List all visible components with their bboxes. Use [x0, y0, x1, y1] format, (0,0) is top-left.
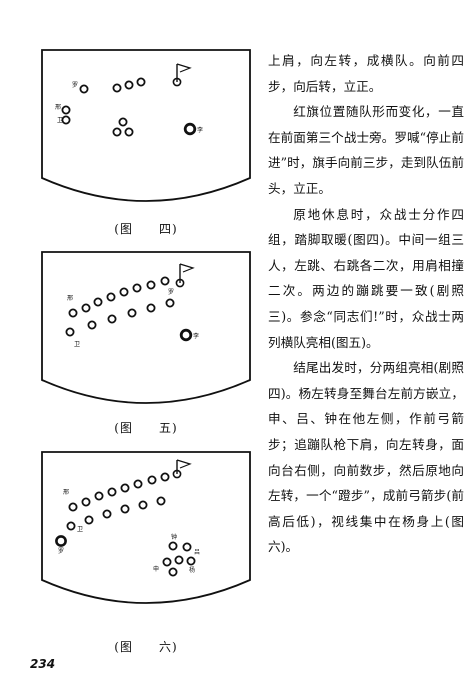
- soldier-marker: [79, 84, 89, 94]
- label-wei: 卫: [74, 341, 80, 348]
- soldier-marker: [136, 77, 146, 87]
- soldier-marker: [133, 479, 143, 489]
- stage-diagram-4: 罗 邢 卫 李: [40, 48, 252, 211]
- label-xing: 邢: [63, 489, 69, 496]
- soldier-marker: [81, 497, 91, 507]
- soldier-marker: [94, 491, 104, 501]
- label-luo: 罗: [72, 82, 78, 89]
- soldier-marker: [68, 502, 78, 512]
- soldier-marker: [124, 80, 134, 90]
- stage-diagram-6-figure: 邢 卫 罗 钟 吕 申 杨: [41, 451, 251, 604]
- stage-diagram-6: 邢 卫 罗 钟 吕 申 杨: [40, 450, 252, 613]
- soldier-markers: [65, 276, 193, 342]
- soldier-marker: [146, 280, 156, 290]
- stage-diagram-5-figure: 罗 邢 卫 李: [41, 251, 251, 404]
- label-yang: 杨: [189, 566, 195, 574]
- soldier-marker: [61, 105, 71, 115]
- red-flag-icon: [172, 63, 192, 87]
- label-wei: 卫: [57, 117, 63, 124]
- soldier-marker: [168, 541, 178, 551]
- label-wei: 卫: [77, 526, 83, 533]
- soldier-marker: [118, 117, 128, 127]
- soldier-marker: [84, 515, 94, 525]
- soldier-marker: [87, 320, 97, 330]
- soldier-marker: [132, 283, 142, 293]
- body-text-column: 上肩，向左转，成横队。向前四步，向后转，立正。 红旗位置随队形而变化，一直在前面…: [268, 48, 464, 560]
- stage-outline: [41, 451, 251, 604]
- soldier-marker: [65, 327, 75, 337]
- soldier-marker: [147, 475, 157, 485]
- label-shen: 申: [153, 565, 159, 573]
- soldier-marker: [160, 276, 170, 286]
- soldier-marker: [112, 127, 122, 137]
- soldier-marker: [127, 308, 137, 318]
- soldier-marker: [186, 556, 196, 566]
- paragraph-3: 原地休息时，众战士分作四组，踏脚取暖(图四)。中间一组三人，左跳、右跳各二次，用…: [268, 206, 464, 350]
- soldier-marker: [120, 483, 130, 493]
- soldier-marker: [106, 292, 116, 302]
- paragraph-2: 红旗位置随队形而变化，一直在前面第三个战士旁。罗喊“停止前进”时，旗手向前三步，…: [268, 104, 464, 196]
- label-lv: 吕: [194, 549, 200, 556]
- soldier-marker: [68, 308, 78, 318]
- label-li: 李: [193, 332, 199, 340]
- soldier-marker: [165, 298, 175, 308]
- soldier-marker: [138, 500, 148, 510]
- stage-diagram-5: 罗 邢 卫 李: [40, 250, 252, 413]
- soldier-marker: [102, 509, 112, 519]
- soldier-marker: [55, 535, 67, 547]
- paragraph-4: 结尾出发时，分两组亮相(剧照四)。杨左转身至舞台左前方嵌立，申、吕、钟在他左侧，…: [268, 360, 464, 555]
- soldier-marker: [120, 504, 130, 514]
- label-luo: 罗: [168, 289, 174, 296]
- stage-outline: [41, 251, 251, 404]
- soldier-marker: [156, 496, 166, 506]
- soldier-marker: [146, 303, 156, 313]
- soldier-marker: [81, 303, 91, 313]
- label-zhong: 钟: [171, 533, 177, 541]
- label-luo: 罗: [58, 548, 64, 555]
- soldier-marker: [168, 567, 178, 577]
- label-xing: 邢: [67, 295, 73, 302]
- label-xing: 邢: [55, 104, 61, 111]
- soldier-markers: [61, 77, 197, 137]
- caption-6: (图六): [114, 640, 178, 654]
- label-li: 李: [197, 126, 203, 134]
- soldier-marker: [179, 328, 193, 342]
- soldier-marker: [182, 542, 192, 552]
- soldier-marker: [124, 127, 134, 137]
- soldier-marker: [112, 83, 122, 93]
- soldier-marker: [162, 557, 172, 567]
- soldier-marker: [160, 472, 170, 482]
- soldier-marker: [107, 314, 117, 324]
- soldier-marker: [66, 521, 76, 531]
- soldier-marker: [93, 297, 103, 307]
- caption-4: (图四): [114, 222, 178, 236]
- soldier-marker: [61, 115, 71, 125]
- red-flag-icon: [175, 263, 195, 288]
- soldier-marker: [119, 287, 129, 297]
- page-number: 234: [30, 657, 56, 671]
- paragraph-1: 上肩，向左转，成横队。向前四步，向后转，立正。: [268, 53, 464, 94]
- soldier-marker: [174, 555, 184, 565]
- stage-outline: [41, 49, 251, 202]
- red-flag-icon: [172, 459, 192, 479]
- stage-diagram-4-figure: 罗 邢 卫 李: [41, 49, 251, 202]
- soldier-marker: [107, 487, 117, 497]
- soldier-marker: [183, 122, 197, 136]
- soldier-markers: [55, 472, 196, 577]
- caption-5: (图五): [114, 421, 178, 435]
